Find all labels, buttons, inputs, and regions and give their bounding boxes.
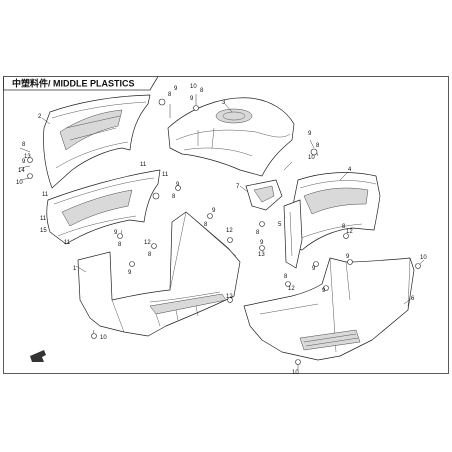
callout-12: 12: [288, 286, 295, 292]
callout-10: 10: [308, 155, 315, 161]
callout-2: 2: [38, 114, 42, 120]
callout-9: 9: [128, 270, 132, 276]
part-4-right-side-panel: [287, 172, 381, 251]
callout-10: 10: [190, 84, 197, 90]
diagram-title: 中塑料件/ MIDDLE PLASTICS: [12, 78, 135, 89]
part-2-left-side-panel: [43, 94, 151, 189]
callout-9: 9: [174, 86, 178, 92]
callout-9: 9: [190, 96, 194, 102]
callout-8: 8: [168, 92, 172, 98]
callout-9: 9: [308, 131, 312, 137]
callout-9: 9: [114, 230, 118, 236]
callout-9: 9: [22, 159, 26, 165]
fasteners: [27, 98, 421, 365]
callout-8: 8: [172, 194, 176, 200]
callout-9: 9: [260, 240, 264, 246]
callout-11: 11: [40, 216, 47, 222]
title-tab: [3, 76, 159, 91]
leader-lines: [19, 94, 425, 370]
callout-8: 8: [148, 252, 152, 258]
callout-9: 9: [322, 288, 326, 294]
callout-9: 9: [212, 208, 216, 214]
callout-11: 11: [42, 192, 49, 198]
part-1-left-footwell: [77, 211, 241, 337]
callout-1: 1: [73, 266, 77, 272]
callout-12: 12: [226, 228, 233, 234]
callout-8: 8: [316, 143, 320, 149]
callout-labels: 1 2 3 4 5 6 7 8 8 8 8 8 8 8 8 8 8 8 9 9 …: [16, 84, 427, 376]
callout-8: 8: [256, 230, 260, 236]
part-6-right-footwell: [243, 257, 415, 361]
callout-10: 10: [100, 335, 107, 341]
callout-12: 12: [226, 294, 233, 300]
callout-10: 10: [420, 255, 427, 261]
callout-7: 7: [236, 184, 240, 190]
callout-9: 9: [346, 254, 350, 260]
callout-8: 8: [200, 88, 204, 94]
callout-11: 11: [64, 240, 71, 246]
part-15-lower-side-panel: [46, 169, 161, 245]
part-3-center-cover: [167, 97, 295, 177]
callout-12: 12: [144, 240, 151, 246]
callout-12: 12: [346, 229, 353, 235]
callout-10: 10: [292, 370, 299, 376]
callout-13: 13: [258, 252, 265, 258]
part-7-bracket: [245, 179, 283, 211]
callout-8: 8: [284, 274, 288, 280]
callout-10: 10: [16, 180, 23, 186]
callout-5: 5: [278, 222, 282, 228]
front-direction-arrow-icon: [30, 350, 46, 362]
callout-4: 4: [348, 167, 352, 173]
diagram-frame: [3, 76, 449, 374]
callout-9: 9: [176, 182, 180, 188]
callout-8: 8: [118, 242, 122, 248]
callout-8: 8: [342, 224, 346, 230]
part-5-bracket: [283, 199, 303, 269]
callout-9: 9: [312, 266, 316, 272]
callout-8: 8: [204, 222, 208, 228]
callout-11: 11: [162, 172, 169, 178]
callout-14: 14: [18, 168, 25, 174]
callout-15: 15: [40, 228, 47, 234]
callout-8: 8: [22, 142, 26, 148]
callout-11: 11: [140, 162, 147, 168]
callout-13: 13: [24, 154, 31, 160]
callout-3: 3: [222, 100, 226, 106]
callout-6: 6: [411, 296, 415, 302]
